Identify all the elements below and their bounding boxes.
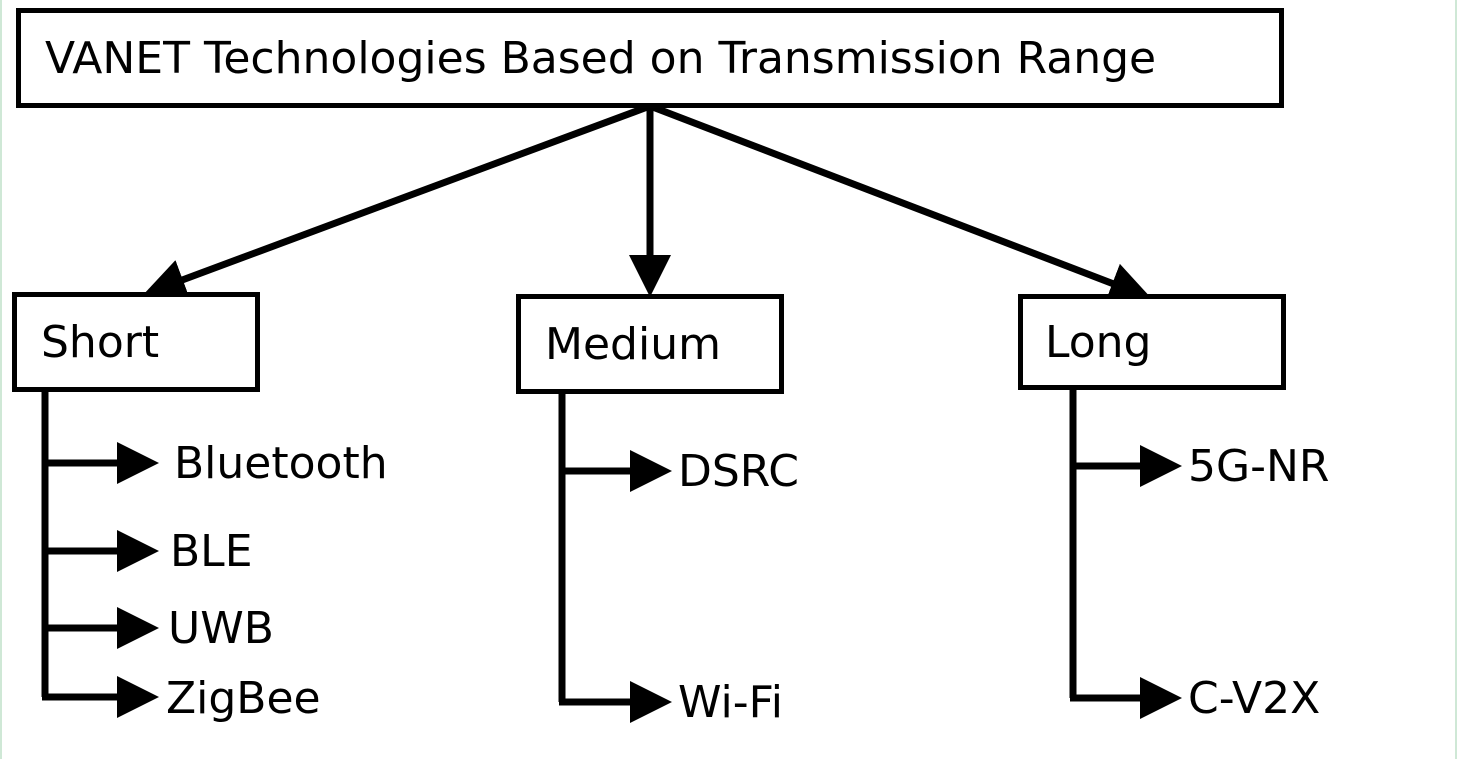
- arrow-root-to-long: [648, 102, 1152, 304]
- right-edge-strip: [1455, 0, 1457, 759]
- root-node: VANET Technologies Based on Transmission…: [16, 8, 1284, 108]
- leaf-zigbee: ZigBee: [166, 673, 321, 724]
- leaf-uwb: UWB: [168, 603, 274, 654]
- category-short-node: Short: [12, 292, 260, 392]
- leaf-5gnr: 5G-NR: [1188, 441, 1330, 492]
- arrow-root-to-short: [143, 102, 652, 300]
- leaf-dsrc: DSRC: [678, 446, 799, 497]
- category-medium-label: Medium: [545, 318, 721, 370]
- left-edge-strip: [0, 0, 2, 759]
- category-medium-node: Medium: [516, 294, 784, 394]
- category-long-label: Long: [1045, 316, 1152, 368]
- leaf-cv2x: C-V2X: [1188, 673, 1321, 724]
- leaf-ble: BLE: [170, 526, 253, 577]
- leaf-bluetooth: Bluetooth: [174, 438, 388, 489]
- leaf-wifi: Wi-Fi: [678, 677, 783, 728]
- root-label: VANET Technologies Based on Transmission…: [45, 32, 1157, 84]
- category-short-label: Short: [41, 316, 160, 368]
- category-long-node: Long: [1018, 294, 1286, 390]
